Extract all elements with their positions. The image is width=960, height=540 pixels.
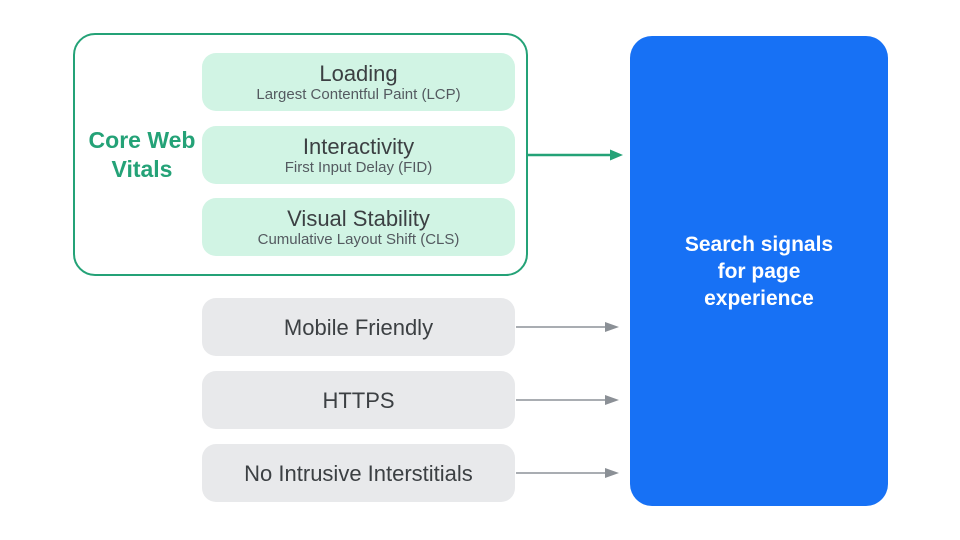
search-signals-label: Search signals for page experience	[684, 232, 834, 310]
cwv-pill-visual-stability: Visual Stability Cumulative Layout Shift…	[202, 198, 515, 256]
cwv-pill-loading: Loading Largest Contentful Paint (LCP)	[202, 53, 515, 111]
pill-title: No Intrusive Interstitials	[244, 460, 473, 486]
core-web-vitals-arrow-right-icon	[528, 149, 623, 161]
signal-pill-no-intrusive-interstitials: No Intrusive Interstitials	[202, 444, 515, 502]
https-arrow-right-icon	[516, 395, 619, 405]
mobile-friendly-arrow-right-icon	[516, 322, 619, 332]
pill-title: Interactivity	[302, 133, 415, 159]
cwv-pill-interactivity: Interactivity First Input Delay (FID)	[202, 126, 515, 184]
pill-title: Loading	[319, 60, 398, 86]
pill-title: Mobile Friendly	[283, 314, 434, 340]
pill-title: Visual Stability	[287, 205, 430, 231]
pill-subtitle: Largest Contentful Paint (LCP)	[256, 85, 461, 103]
pill-subtitle: First Input Delay (FID)	[284, 158, 433, 176]
interstitials-arrow-right-icon	[516, 468, 619, 478]
signal-pill-https: HTTPS	[202, 371, 515, 429]
core-web-vitals-label: Core Web Vitals	[88, 126, 196, 182]
pill-title: HTTPS	[322, 387, 395, 413]
signal-pill-mobile-friendly: Mobile Friendly	[202, 298, 515, 356]
pill-subtitle: Cumulative Layout Shift (CLS)	[257, 230, 460, 248]
search-signals-result-box: Search signals for page experience	[630, 36, 888, 506]
